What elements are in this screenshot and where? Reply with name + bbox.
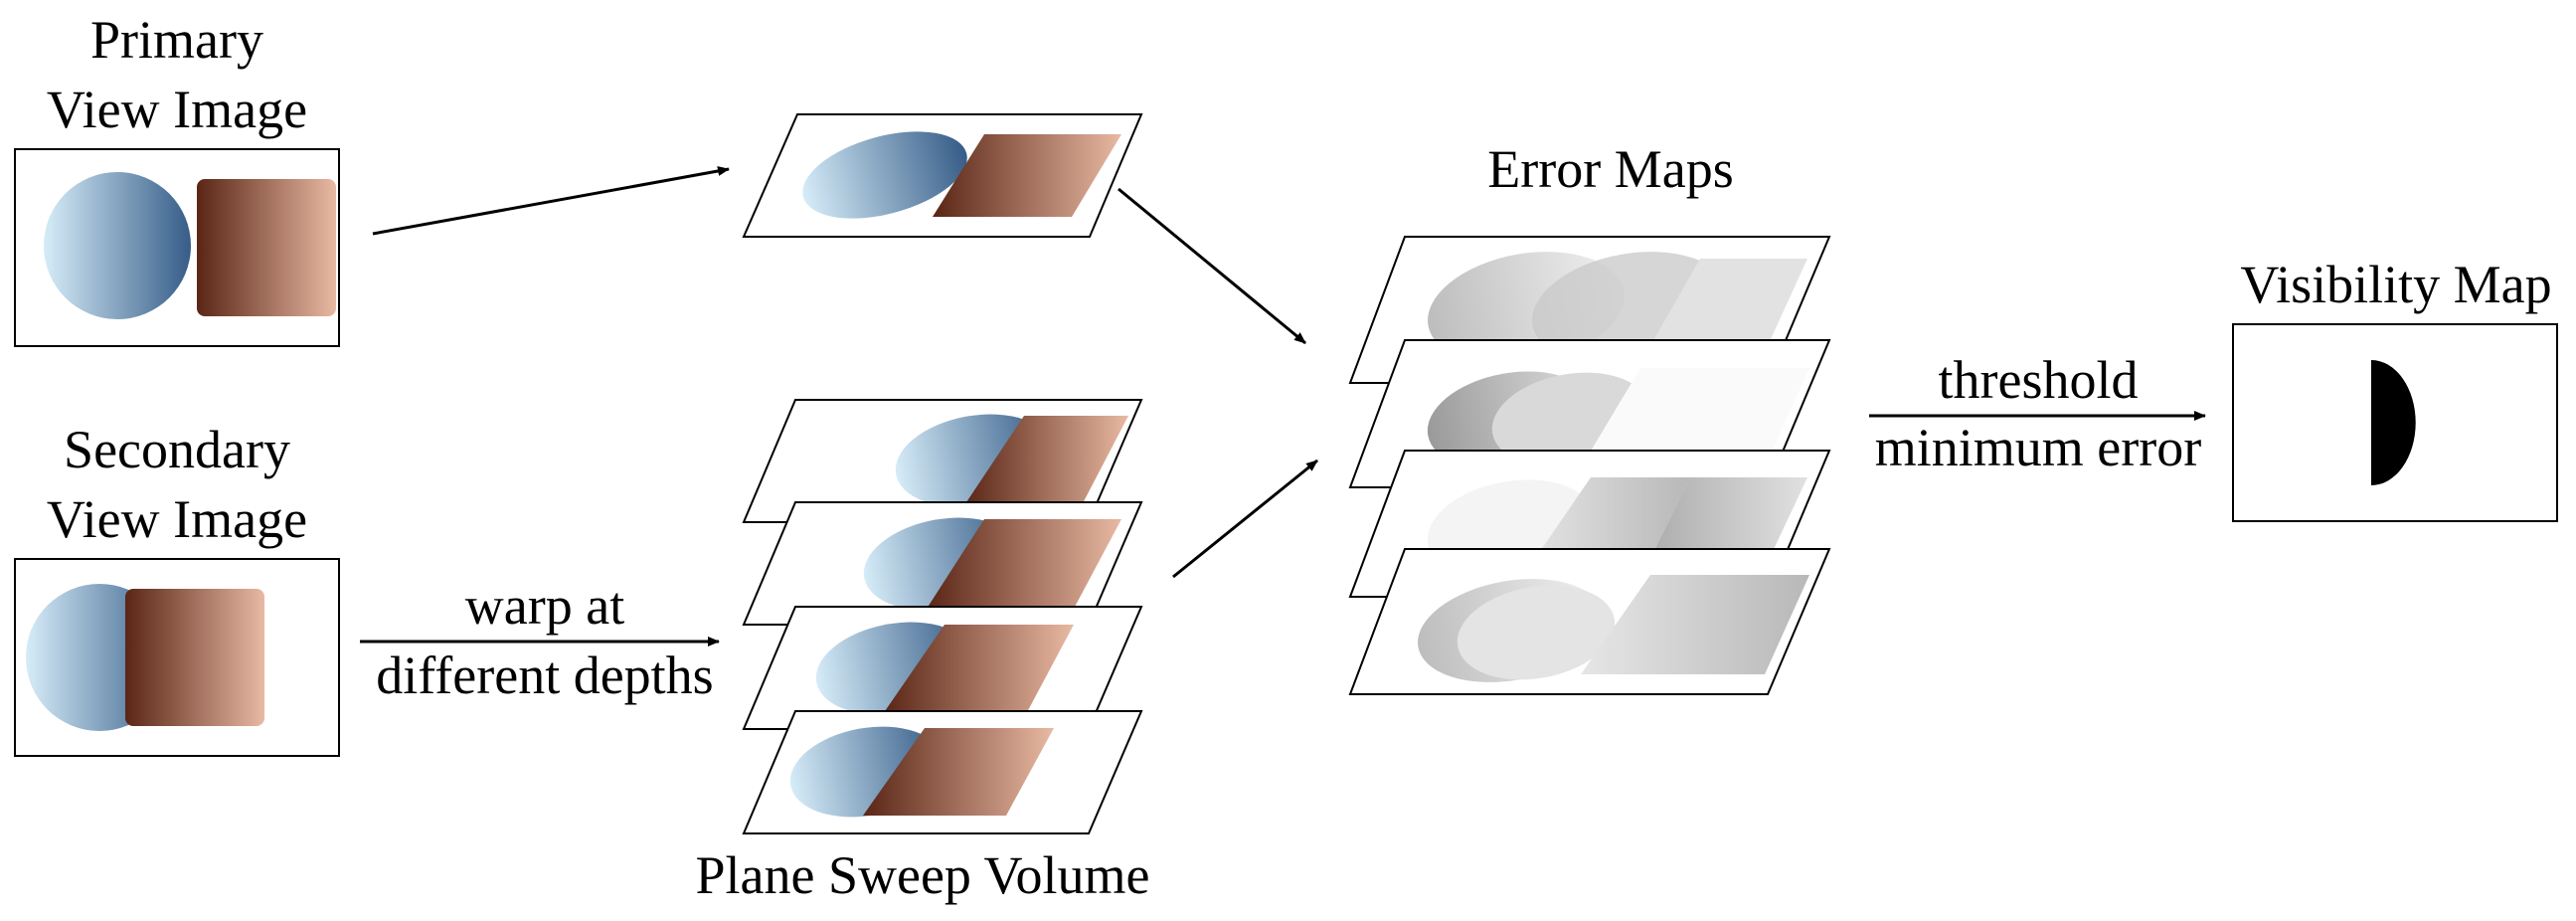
plane-sweep-label: Plane Sweep Volume: [696, 845, 1150, 905]
warp-label-line2: different depths: [376, 645, 713, 705]
visibility-map-title: Visibility Map: [2240, 255, 2551, 314]
error-map-4: [1348, 548, 1831, 695]
secondary-view-image: [14, 558, 340, 757]
arrow-warped-to-errormaps: [1117, 187, 1306, 345]
primary-warped-plane: [742, 113, 1143, 238]
secondary-view-title-line2: View Image: [47, 489, 307, 549]
error-maps-stack: [1348, 236, 1831, 695]
primary-view-title-line1: Primary: [90, 10, 263, 70]
primary-view-image: [14, 148, 340, 347]
secondary-view-title-line1: Secondary: [64, 420, 290, 479]
primary-blue-circle: [44, 172, 191, 319]
threshold-label-line2: minimum error: [1875, 418, 2201, 477]
sweep-plane-3: [742, 606, 1143, 730]
visibility-map: [2232, 323, 2558, 522]
primary-view-title-line2: View Image: [47, 80, 307, 139]
sweep-plane-4: [742, 710, 1143, 834]
threshold-label-line1: threshold: [1939, 350, 2139, 410]
secondary-brown-square: [125, 589, 264, 726]
arrow-sweep-to-errormaps: [1172, 459, 1318, 579]
plane-sweep-volume: [742, 399, 1143, 834]
arrow-primary-to-warped: [372, 166, 730, 236]
primary-brown-square: [197, 179, 336, 316]
error-maps-label: Error Maps: [1487, 139, 1733, 199]
sweep-plane-1: [742, 399, 1143, 523]
sweep-plane-2: [742, 501, 1143, 626]
warp-label-line1: warp at: [465, 576, 624, 636]
visibility-half-disc: [2371, 360, 2416, 485]
